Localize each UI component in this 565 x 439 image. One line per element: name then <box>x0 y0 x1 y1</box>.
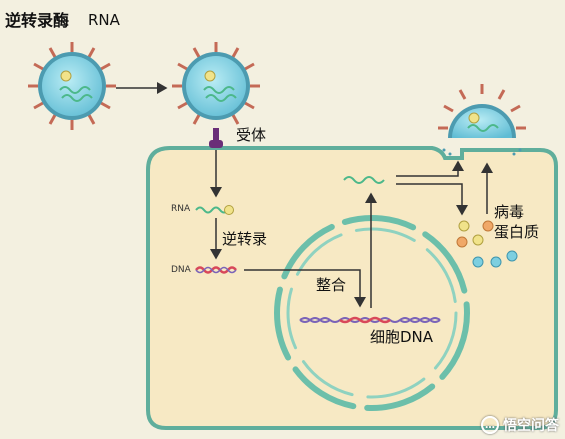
label-receptor: 受体 <box>236 126 267 144</box>
free-virus <box>28 42 116 130</box>
host-cell <box>146 146 558 430</box>
speech-bubble-icon: … <box>481 416 499 434</box>
label-integration: 整合 <box>316 276 347 294</box>
label-viral-protein-line1: 病毒 <box>494 203 525 221</box>
label-rna-top: RNA <box>88 11 120 29</box>
budding-virus <box>438 84 526 156</box>
arrow-rna-to-proteins <box>396 183 468 216</box>
label-rna-small: RNA <box>171 204 191 214</box>
new-rna-strand <box>343 176 385 184</box>
nucleus-inner-membrane <box>286 227 458 399</box>
reverse-transcriptase-particle <box>224 205 234 215</box>
label-cell-dna: 细胞DNA <box>370 328 434 346</box>
viral-dna-strand-red <box>195 266 237 274</box>
receptor-icon <box>209 128 223 148</box>
label-dna-small: DNA <box>171 265 191 275</box>
cell-rna-strand <box>195 206 229 214</box>
watermark: … 悟空问答 <box>481 415 559 435</box>
viral-dna-strand-purple <box>195 266 237 274</box>
label-reverse-transcriptase: 逆转录酶 <box>5 11 70 30</box>
viral-protein-particles <box>456 220 518 268</box>
nucleus-outer-membrane <box>274 215 470 411</box>
watermark-text: 悟空问答 <box>503 418 559 434</box>
arrow-integration <box>244 269 366 308</box>
cell-dna-strand-red <box>339 316 391 324</box>
binding-virus <box>172 42 260 125</box>
cell-dna-strand-purple-2 <box>299 317 441 323</box>
arrow-rna-to-bud <box>396 160 464 177</box>
label-viral-protein-line2: 蛋白质 <box>494 223 540 241</box>
label-reverse-transcription: 逆转录 <box>222 230 268 248</box>
